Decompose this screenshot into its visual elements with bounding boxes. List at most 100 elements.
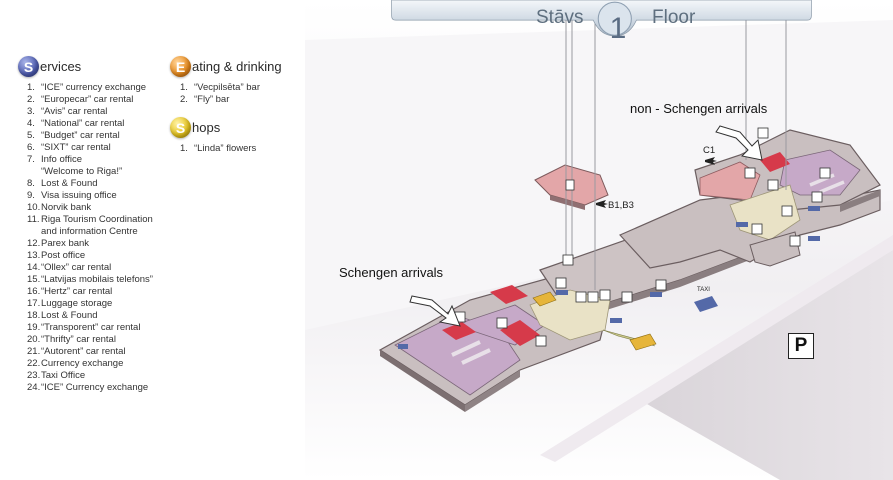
shops-heading: S hops (170, 117, 220, 138)
legend-item-number: 9. (27, 190, 35, 201)
car-rental-icon (535, 335, 547, 347)
legend-item: 12.Parex bank (27, 238, 267, 250)
legend-item-text: “Avis” car rental (41, 106, 108, 117)
legend-item-text: Parex bank (41, 238, 90, 249)
legend-item-number: 4. (27, 118, 35, 129)
baggage-icon (819, 167, 831, 179)
red-zone (760, 152, 790, 172)
legend-item: 21.“Autorent” car rental (27, 346, 267, 358)
shops-badge-icon: S (170, 117, 191, 138)
gate-c1-label: C1 (703, 145, 716, 156)
legend-item-number: 1. (180, 143, 188, 154)
floor-number: 1 (609, 12, 627, 45)
legend-item-text: Norvik bank (41, 202, 92, 213)
legend-item-text: Currency exchange (41, 358, 124, 369)
non-schengen-arrow (715, 125, 763, 161)
left-wing-edge (380, 350, 465, 412)
legend-item-text: “Linda” flowers (194, 143, 257, 154)
taxi-stand (694, 296, 718, 312)
legend-item-text: “Transporent” car rental (41, 322, 141, 333)
legend-item: 20.“Thrifty” car rental (27, 334, 267, 346)
legend-item-text: Visa issuing office (41, 190, 117, 201)
legend-item: 3.“Avis” car rental (27, 106, 267, 118)
legend-item: and information Centre (27, 226, 267, 238)
services-badge-icon: S (18, 56, 39, 77)
legend-item-text: “Vecpilsēta” bar (194, 82, 261, 93)
legend-item-text: Post office (41, 250, 86, 261)
legend-item-text: “Welcome to Riga!” (41, 166, 123, 177)
currency-icon (757, 127, 769, 139)
baggage-belt (819, 180, 845, 194)
toilet-icon (767, 179, 779, 191)
legend-item-text: Taxi Office (41, 370, 86, 381)
legend-item-number: 20. (27, 334, 41, 345)
legend-item-text: “Ollex” car rental (41, 262, 112, 273)
lift-icon (781, 205, 793, 217)
eating-heading: E ating & drinking (170, 56, 282, 77)
legend-item-text: “Thrifty” car rental (41, 334, 116, 345)
legend-item: 15.“Latvijas mobilais telefons” (27, 274, 267, 286)
taxi-label: TAXI (697, 287, 710, 293)
legend-item-text: “ICE” Currency exchange (41, 382, 149, 393)
services-title: ervices (40, 59, 82, 74)
parking-area (640, 250, 893, 480)
legend-item: “Welcome to Riga!” (27, 166, 267, 178)
bank-icon (655, 279, 667, 291)
toilet-icon (496, 317, 508, 329)
legend-item-number: 23. (27, 370, 41, 381)
legend-item-text: Lost & Found (41, 178, 98, 189)
legend-item-text: “National” car rental (41, 118, 125, 129)
legend-item-number: 11. (27, 214, 40, 225)
baggage-belt (461, 348, 491, 365)
legend-item-number: 10. (27, 202, 41, 213)
legend-item-number: 2. (180, 94, 188, 105)
info-icon (575, 291, 587, 303)
legend-item-number: 16. (27, 286, 41, 297)
legend-item-number: 21. (27, 346, 41, 357)
legend-item: 8. Lost & Found (27, 178, 267, 190)
shops-list: 1. “Linda” flowers (180, 143, 300, 155)
legend-item-text: “Fly” bar (194, 94, 230, 105)
legend-item: 1.“Vecpilsēta” bar (180, 82, 300, 94)
legend-item: 22.Currency exchange (27, 358, 267, 370)
legend-item: 18.Lost & Found (27, 310, 267, 322)
legend-item-number: 13. (27, 250, 41, 261)
parking-sign: P (788, 333, 814, 359)
legend-item: 4. “National” car rental (27, 118, 267, 130)
legend-item: 19.“Transporent” car rental (27, 322, 267, 334)
non-schengen-arrivals-label: non - Schengen arrivals (630, 101, 768, 116)
legend-item: 7.Info office (27, 154, 267, 166)
legend-item: 10.Norvik bank (27, 202, 267, 214)
eating-badge-icon: E (170, 56, 191, 77)
lift-icon (744, 167, 756, 179)
lift-icon (562, 254, 574, 266)
car-rental-icon (789, 235, 801, 247)
info-icon (811, 191, 823, 203)
service-desk (398, 344, 408, 349)
eating-title: ating & drinking (192, 59, 282, 74)
legend-item-text: “SIXT” car rental (41, 142, 111, 153)
red-zone (490, 285, 528, 304)
currency-icon (555, 277, 567, 289)
legend-item: 17.Luggage storage (27, 298, 267, 310)
lift-icon (565, 179, 575, 191)
legend-item-number: 6. (27, 142, 35, 153)
legend-item: 2.“Europecar” car rental (27, 94, 267, 106)
road-strip (540, 235, 893, 462)
legend-item-text: Lost & Found (41, 310, 98, 321)
floor-map (305, 0, 893, 480)
legend-item-number: 5. (27, 130, 35, 141)
legend-item: 2. “Fly” bar (180, 94, 300, 106)
schengen-arrivals-label: Schengen arrivals (339, 265, 444, 280)
red-zone (442, 322, 476, 340)
currency-icon (751, 223, 763, 235)
floor-label-lv: Stāvs (536, 7, 584, 28)
legend-item-number (27, 226, 41, 238)
legend-item-number: 18. (27, 310, 41, 321)
legend-item-text: “Hertz” car rental (41, 286, 113, 297)
legend-item-number: 8. (27, 178, 35, 189)
legend-item-text: “ICE” currency exchange (41, 82, 147, 93)
gate-b-label: B1,B3 (608, 200, 634, 211)
